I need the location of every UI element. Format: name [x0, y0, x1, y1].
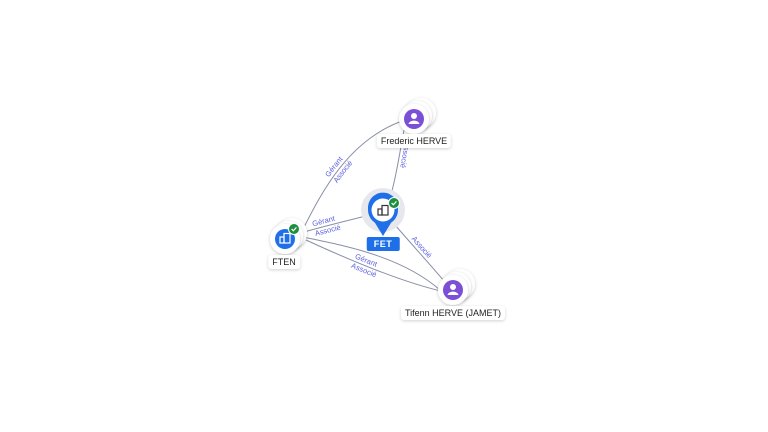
node-tifenn[interactable]: [438, 269, 475, 305]
node-label-tifenn[interactable]: Tifenn HERVE (JAMET): [400, 306, 506, 320]
edge-fet-tifenn[interactable]: [394, 224, 451, 289]
verified-badge-icon: [388, 197, 400, 209]
node-label-ften[interactable]: FTEN: [268, 255, 300, 269]
building-icon: [377, 204, 389, 216]
person-icon: [443, 280, 463, 300]
node-ften[interactable]: [270, 218, 307, 254]
node-fet[interactable]: [361, 188, 405, 236]
verified-badge-icon: [288, 223, 300, 235]
person-icon: [404, 109, 424, 129]
building-icon: [275, 229, 295, 249]
edge-ften-tifenn[interactable]: [305, 239, 446, 293]
node-label-frederic[interactable]: Frederic HERVE: [376, 134, 452, 148]
edge-ften-frederic[interactable]: [299, 119, 406, 236]
node-label-fet[interactable]: FET: [366, 237, 400, 251]
node-frederic[interactable]: [399, 98, 436, 134]
